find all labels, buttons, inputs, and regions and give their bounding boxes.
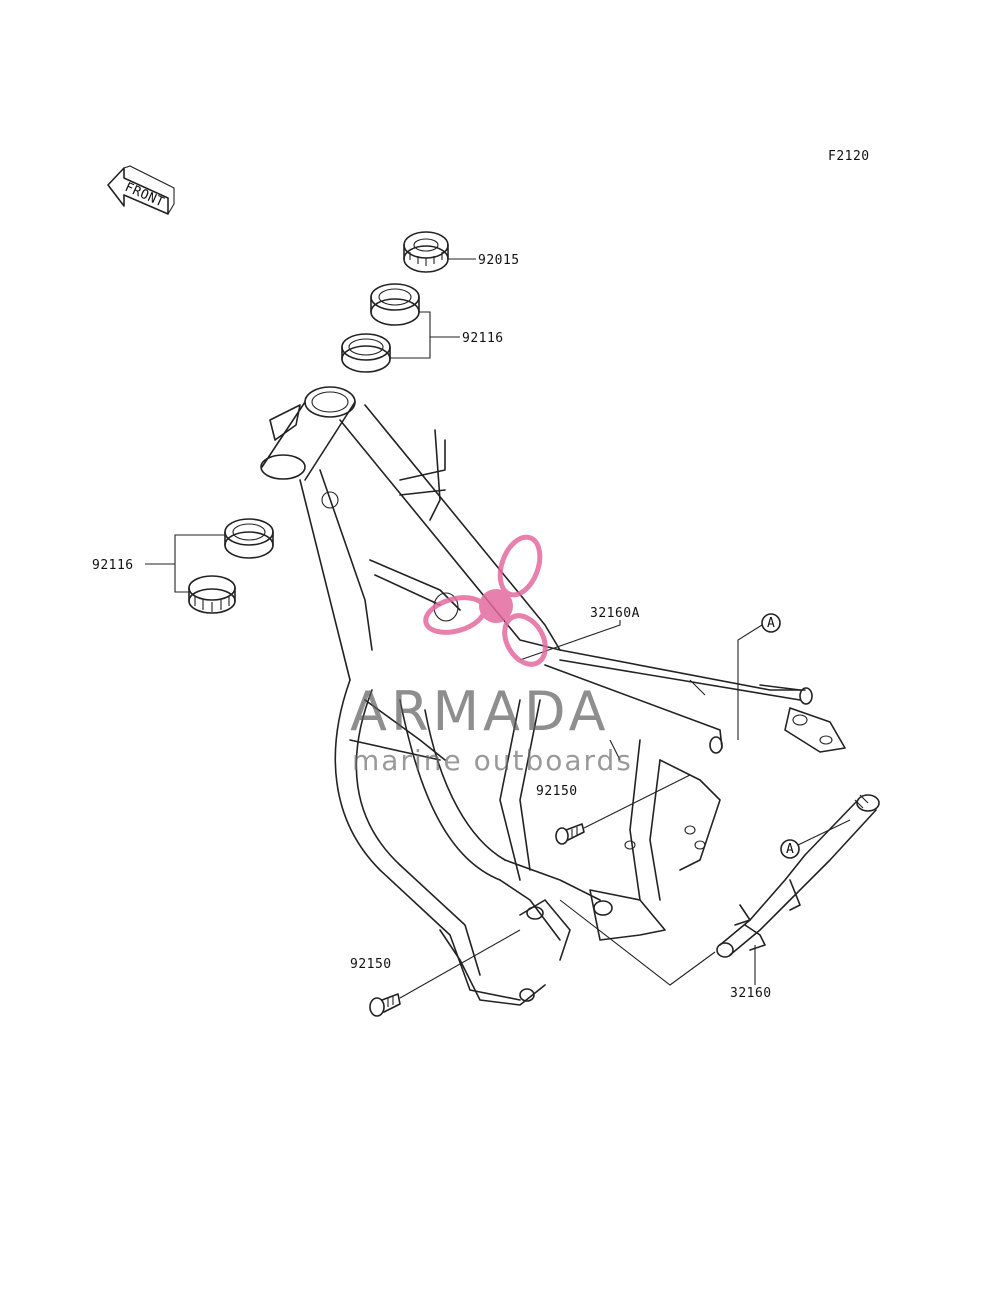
label-92116-lower: 92116: [92, 558, 134, 573]
bolt-lower: [369, 993, 401, 1017]
bolt-upper: [555, 823, 585, 845]
label-32160A: 32160A: [590, 606, 640, 621]
subframe: [716, 794, 880, 958]
label-92116-upper: 92116: [462, 331, 504, 346]
watermark-name: ARMADA: [350, 680, 610, 743]
steering-stem-nut: [403, 231, 449, 273]
watermark-tagline: marine outboards: [352, 744, 633, 777]
label-92150-lower: 92150: [350, 957, 392, 972]
upper-bearing: [341, 283, 420, 373]
label-92150-upper: 92150: [536, 784, 578, 799]
main-frame: [260, 386, 846, 1006]
callout-a-upper: [761, 613, 781, 633]
front-arrow-label: FRONT: [122, 180, 166, 211]
figure-code: F2120: [828, 149, 870, 164]
label-32160: 32160: [730, 986, 772, 1001]
front-arrow-icon: FRONT: [107, 165, 175, 215]
callout-a-upper-label: A: [767, 616, 775, 631]
label-92015: 92015: [478, 253, 520, 268]
lower-bearing: [188, 518, 274, 614]
watermark: ARMADA marine outboards: [350, 534, 633, 777]
callout-a-lower-label: A: [786, 842, 794, 857]
callout-a-lower: [780, 839, 800, 859]
propeller-logo-icon: [423, 534, 548, 667]
